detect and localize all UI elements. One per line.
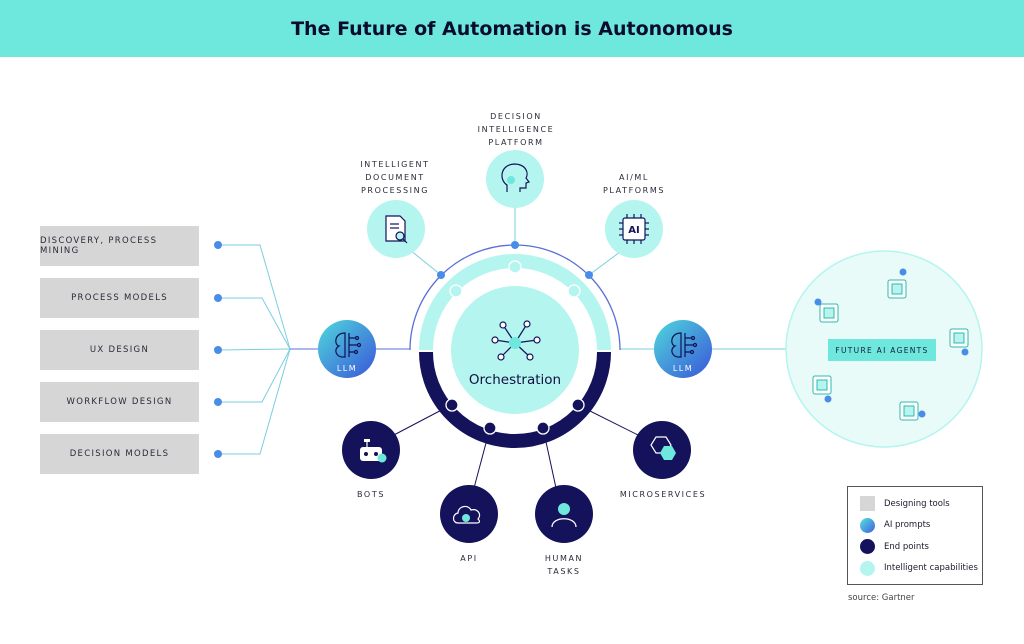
- ai-chip-text: AI: [628, 225, 639, 236]
- brain-icon-right: [671, 332, 698, 358]
- legend-swatch-circle: [860, 539, 875, 555]
- ai-chip-icon: [619, 214, 649, 244]
- llm-right-label: LLM: [672, 364, 694, 373]
- legend: Designing tools AI prompts End points In…: [847, 486, 983, 585]
- person-icon: [551, 503, 577, 528]
- llm-right-node: [654, 320, 712, 378]
- head-icon: [501, 163, 530, 192]
- label-bots: BOTS: [356, 490, 385, 499]
- legend-row-designing-tools: Designing tools: [860, 493, 982, 515]
- tool-ux-design: UX DESIGN: [40, 330, 199, 370]
- network-center: [509, 337, 521, 349]
- label-api: API: [460, 554, 478, 563]
- llm-left-label: LLM: [336, 364, 358, 373]
- legend-label: End points: [884, 541, 929, 552]
- label-intelligent-document-processing: INTELLIGENT DOCUMENT PROCESSING: [360, 160, 430, 195]
- tool-connectors: [217, 244, 318, 455]
- api-node: [440, 485, 498, 543]
- tool-decision-models: DECISION MODELS: [40, 434, 199, 474]
- label-aiml-platforms: AI/ML PLATFORMS: [602, 173, 666, 195]
- tool-discovery-process-mining: DISCOVERY, PROCESS MINING: [40, 226, 199, 266]
- future-ai-agents-label: FUTURE AI AGENTS: [828, 339, 936, 361]
- tool-workflow-design: WORKFLOW DESIGN: [40, 382, 199, 422]
- legend-row-intelligent-capabilities: Intelligent capabilities: [860, 558, 982, 580]
- label-human-tasks: HUMAN TASKS: [544, 554, 584, 576]
- document-search-icon: [385, 215, 408, 244]
- page-title: The Future of Automation is Autonomous: [291, 17, 733, 40]
- legend-row-ai-prompts: AI prompts: [860, 515, 982, 537]
- orchestration-hub: [451, 286, 579, 414]
- hexagon-icon: [650, 436, 676, 460]
- endpoint-arc: [419, 351, 611, 448]
- label-decision-intelligence-platform: DECISION INTELLIGENCE PLATFORM: [477, 112, 555, 147]
- tool-process-models: PROCESS MODELS: [40, 278, 199, 318]
- label-microservices: MICROSERVICES: [619, 490, 707, 499]
- llm-left-node: [318, 320, 376, 378]
- legend-swatch-square: [860, 496, 875, 512]
- agent-dots: [814, 268, 969, 418]
- legend-label: Designing tools: [884, 498, 950, 509]
- agent-chip-icons: [812, 279, 969, 421]
- brain-icon-left: [335, 332, 362, 358]
- legend-swatch-circle: [860, 560, 875, 576]
- tool-dots: [214, 241, 222, 458]
- legend-row-end-points: End points: [860, 536, 982, 558]
- source-note: source: Gartner: [848, 593, 915, 603]
- hub-label: Orchestration: [468, 372, 562, 388]
- robot-icon: [360, 439, 387, 463]
- dip-node: [486, 150, 544, 208]
- cloud-gear-icon: [452, 505, 481, 524]
- legend-label: AI prompts: [884, 520, 931, 531]
- header-banner: The Future of Automation is Autonomous: [0, 0, 1024, 57]
- legend-swatch-circle: [860, 517, 875, 533]
- legend-label: Intelligent capabilities: [884, 563, 978, 574]
- gear-icon: [507, 176, 515, 184]
